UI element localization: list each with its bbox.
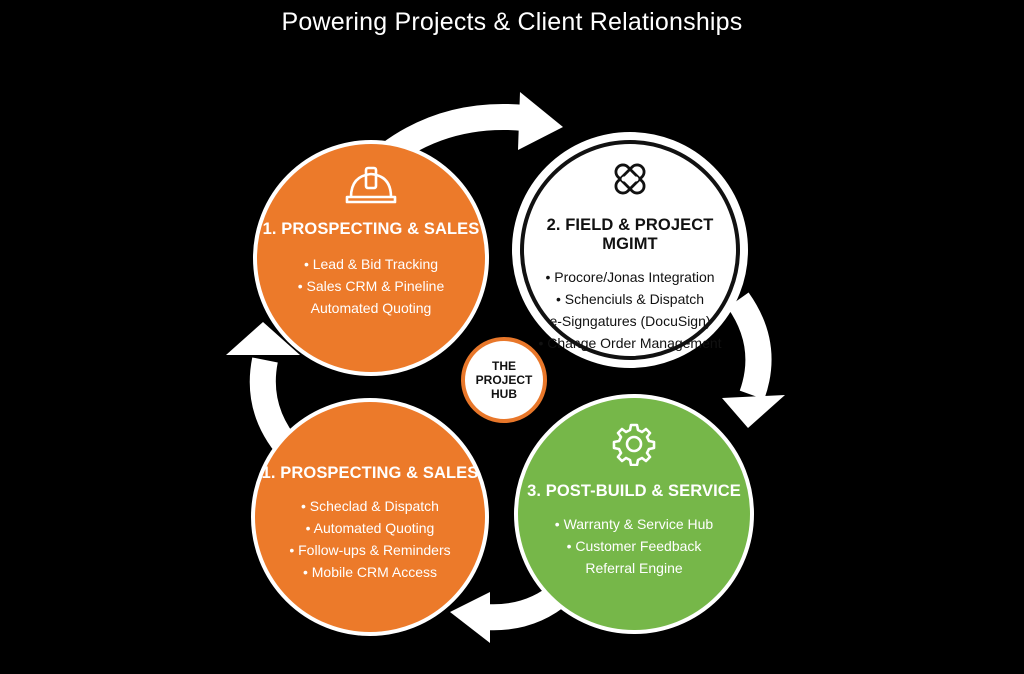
list-item: • Lead & Bid Tracking [303,256,439,272]
list-item: • Scheclad & Dispatch [301,498,439,514]
arrow-bottom-head [450,592,490,643]
arrow-top-head [518,92,563,150]
stage-item-list: • Scheclad & Dispatch • Automated Quotin… [289,495,450,583]
stage-circle-field-project[interactable]: 2. FIELD & PROJECT MGIMT • Procore/Jonas… [512,132,748,368]
list-item: • Follow-ups & Reminders [289,542,451,558]
stage-item-list: • Warranty & Service Hub • Customer Feed… [555,513,713,579]
hub-label-line2: PROJECT [475,373,533,387]
arrow-right-head [722,395,785,428]
project-hub-badge: THE PROJECT HUB [461,337,547,423]
hard-hat-icon [345,166,397,204]
gear-icon [612,423,656,466]
list-item: • Mobile CRM Access [302,564,438,580]
stage-circle-prospecting-top[interactable]: 1. PROSPECTING & SALES • Lead & Bid Trac… [253,140,489,376]
list-item: Referral Engine [585,560,683,576]
arrow-left-head [226,322,300,355]
list-item: • Sales CRM & Pineline [297,278,445,294]
list-item: • Automated Quoting [305,520,435,536]
stage-circle-post-build[interactable]: 3. POST-BUILD & SERVICE • Warranty & Ser… [514,394,754,634]
list-item: • Customer Feedback [566,538,702,554]
arrow-right-path [727,292,772,400]
stage-title: 1. PROSPECTING & SALES [262,220,480,238]
stage-title: 3. POST-BUILD & SERVICE [527,482,741,500]
hub-label-line3: HUB [491,387,517,401]
hub-label-line1: THE [492,359,516,373]
stage-circle-prospecting-bottom[interactable]: 1. PROSPECTING & SALES • Scheclad & Disp… [251,398,489,636]
stage-title: 1. PROSPECTING & SALES [261,464,479,482]
stage-ring [520,140,740,360]
page-title: Powering Projects & Client Relationships [281,8,743,36]
stage-item-list: • Lead & Bid Tracking • Sales CRM & Pine… [298,253,445,319]
list-item: Automated Quoting [310,300,432,316]
list-item: • Warranty & Service Hub [554,516,714,532]
